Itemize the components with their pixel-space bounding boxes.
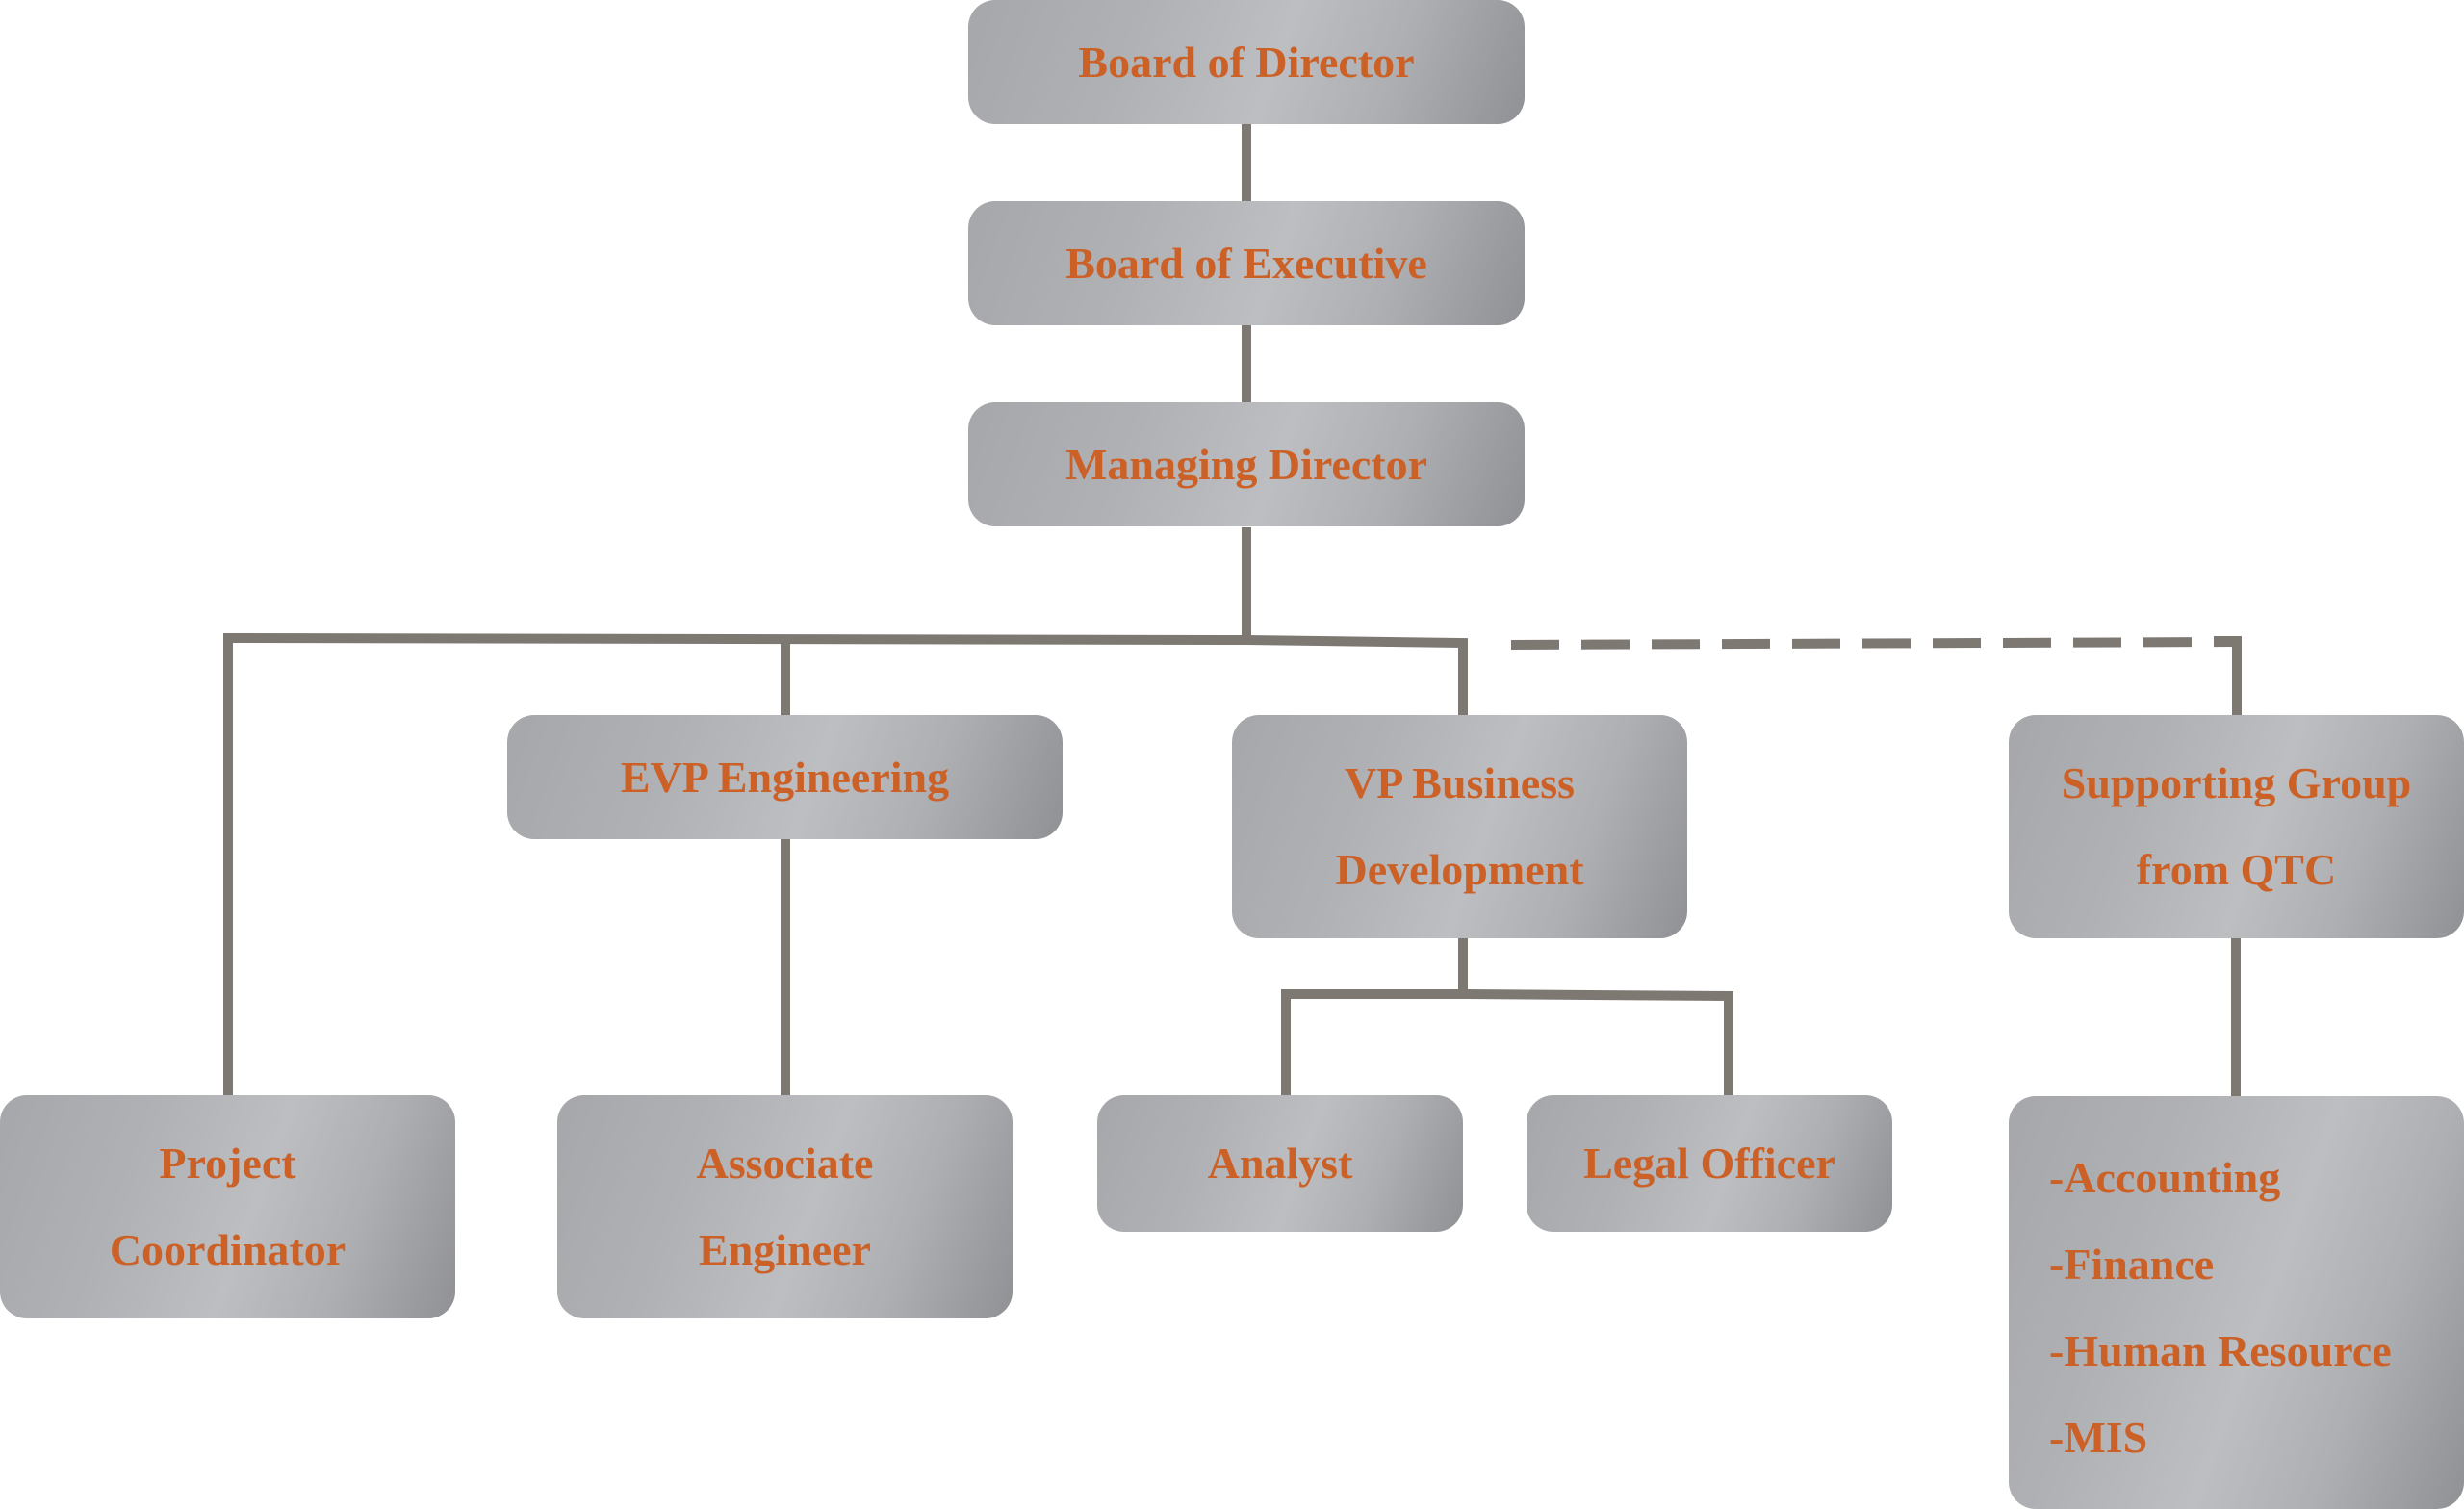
connector-vp-branch [1281,989,1733,1097]
node-managing-director: Managing Director [968,402,1525,526]
node-evp-engineering: EVP Engineering [507,715,1063,839]
node-label: Associate [696,1138,874,1188]
node-label: VP Business [1344,758,1576,807]
node-label: Development [1335,845,1584,894]
node-label: Engineer [699,1225,871,1274]
node-legal-officer: Legal Officer [1527,1095,1892,1232]
node-project-coordinator: Project Coordinator [0,1095,455,1318]
node-associate-engineer: Associate Engineer [557,1095,1013,1318]
connector-managing-branch [223,632,1468,1095]
node-label: Managing Director [1065,439,1428,489]
node-label: Legal Officer [1583,1138,1835,1188]
node-label: Board of Director [1078,37,1415,87]
node-supporting-group: Supporting Group from QTC [2009,715,2464,938]
node-support-functions: -Accounting -Finance -Human Resource -MI… [2009,1096,2464,1509]
support-function-item: -MIS [2049,1413,2148,1462]
node-label: EVP Engineering [620,752,950,802]
node-label: Analyst [1207,1138,1353,1188]
support-function-item: -Human Resource [2049,1326,2392,1375]
node-label: Coordinator [109,1225,346,1274]
node-vp-business-development: VP Business Development [1232,715,1687,938]
node-board-of-executive: Board of Executive [968,201,1525,325]
node-label: Supporting Group [2061,758,2412,807]
support-function-item: -Finance [2049,1240,2215,1289]
node-board-of-director: Board of Director [968,0,1525,124]
support-function-item: -Accounting [2049,1153,2281,1202]
node-label: Board of Executive [1065,238,1427,288]
node-label: Project [159,1138,296,1188]
connector-supporting-corner [2214,636,2242,717]
connector-dashed-supporting [1510,637,2236,650]
node-analyst: Analyst [1097,1095,1463,1232]
node-label: from QTC [2136,845,2337,894]
